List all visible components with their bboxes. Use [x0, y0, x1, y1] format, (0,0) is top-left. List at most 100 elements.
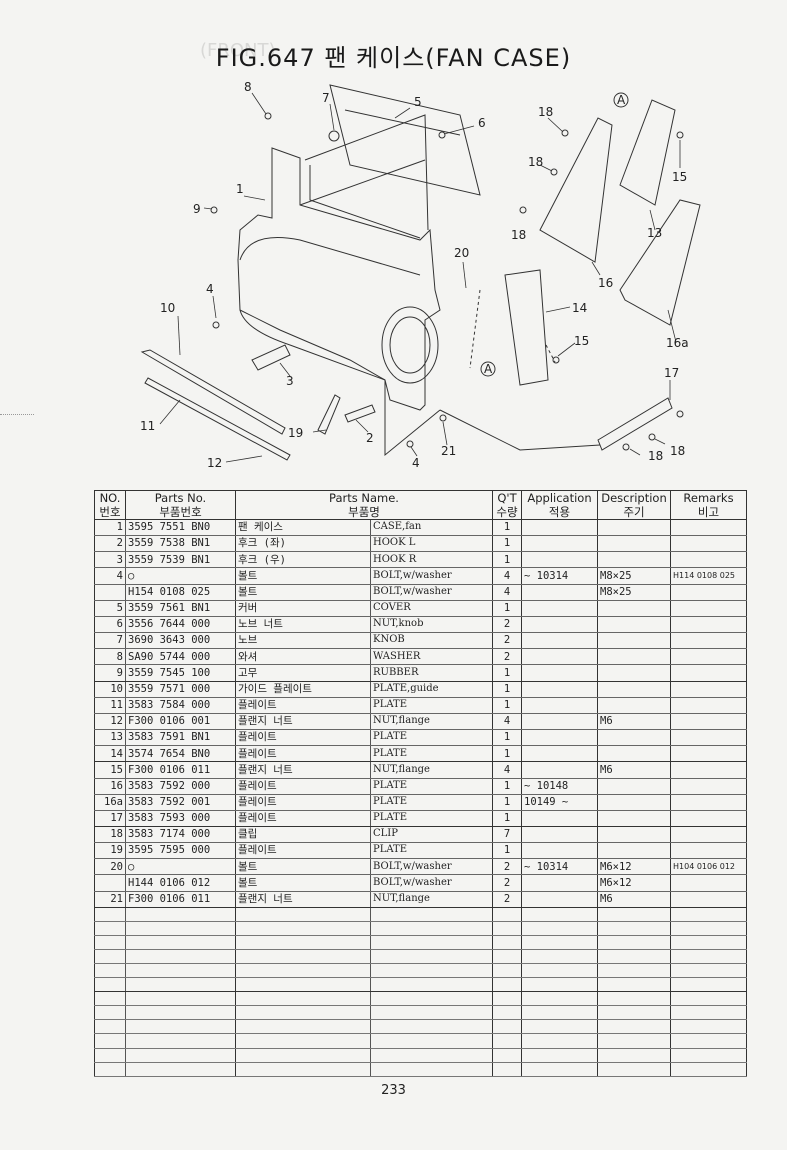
cell-en: BOLT,w/washer [370, 874, 493, 892]
empty-table-row [94, 921, 747, 936]
callout-15-top: 15 [672, 170, 687, 184]
cell-rem [670, 713, 747, 731]
callout-4-bottom: 4 [412, 456, 420, 470]
cell-kn: 노브 너트 [235, 616, 371, 634]
empty-cell [235, 949, 371, 965]
cell-en: PLATE,guide [370, 681, 493, 698]
cell-pn: 3583 7584 000 [125, 697, 236, 714]
cell-no: 7 [94, 632, 126, 650]
cell-en: BOLT,w/washer [370, 567, 493, 585]
empty-cell [492, 991, 522, 1007]
cell-rem [670, 891, 747, 908]
cell-no [94, 584, 126, 601]
cell-desc [597, 535, 671, 553]
empty-cell [370, 1062, 493, 1078]
cell-rem [670, 632, 747, 650]
empty-cell [492, 935, 522, 950]
empty-cell [492, 1019, 522, 1035]
empty-cell [370, 1033, 493, 1049]
empty-cell [670, 1048, 747, 1063]
cell-app [521, 648, 598, 666]
empty-cell [370, 921, 493, 936]
cell-kn: 고무 [235, 664, 371, 682]
callout-11: 11 [140, 419, 155, 433]
plate-17 [597, 397, 673, 451]
cell-desc [597, 842, 671, 860]
cell-app [521, 551, 598, 569]
empty-cell [235, 907, 371, 922]
cell-rem [670, 874, 747, 892]
callout-17: 17 [664, 366, 679, 380]
cell-pn: F300 0106 001 [125, 713, 236, 731]
cell-kn: 후크 (우) [235, 551, 371, 569]
cell-rem [670, 745, 747, 763]
empty-cell [94, 935, 126, 950]
empty-cell [670, 907, 747, 922]
cell-app [521, 713, 598, 731]
callout-1: 1 [236, 182, 244, 196]
empty-cell [670, 921, 747, 936]
cell-app [521, 826, 598, 844]
cell-desc: M8×25 [597, 567, 671, 585]
cell-kn: 플레이트 [235, 729, 371, 747]
cell-no: 18 [94, 826, 126, 844]
empty-cell [597, 949, 671, 965]
empty-cell [521, 1005, 598, 1021]
cell-desc: M6 [597, 713, 671, 731]
empty-cell [125, 1033, 236, 1049]
cell-desc [597, 745, 671, 763]
cell-desc [597, 632, 671, 650]
cell-app [521, 761, 598, 779]
cell-en: NUT,flange [370, 713, 493, 731]
empty-cell [521, 921, 598, 936]
cell-kn: 커버 [235, 600, 371, 617]
empty-cell [125, 1062, 236, 1078]
empty-cell [492, 921, 522, 936]
cell-app [521, 874, 598, 892]
empty-cell [370, 1005, 493, 1021]
plate-14 [504, 269, 549, 386]
empty-cell [492, 963, 522, 979]
empty-cell [94, 921, 126, 936]
cell-kn: 플레이트 [235, 745, 371, 763]
cell-qty: 1 [492, 745, 522, 763]
callout-18-e: 18 [670, 444, 685, 458]
empty-cell [370, 1019, 493, 1035]
callout-7: 7 [322, 91, 330, 105]
empty-cell [235, 991, 371, 1007]
empty-cell [521, 977, 598, 993]
callout-9: 9 [193, 202, 201, 216]
cell-qty: 1 [492, 664, 522, 682]
empty-cell [370, 935, 493, 950]
cell-no: 1 [94, 519, 126, 537]
cell-desc [597, 681, 671, 698]
callout-10: 10 [160, 301, 175, 315]
cell-pn: SA90 5744 000 [125, 648, 236, 666]
empty-cell [235, 1005, 371, 1021]
cell-qty: 2 [492, 858, 522, 876]
empty-cell [125, 1019, 236, 1035]
cell-qty: 1 [492, 535, 522, 553]
empty-cell [521, 907, 598, 922]
callout-5: 5 [414, 95, 422, 109]
empty-cell [94, 963, 126, 979]
cell-app: ~ 10314 [521, 567, 598, 585]
empty-cell [125, 963, 236, 979]
cell-no: 16a [94, 794, 126, 811]
empty-cell [235, 1048, 371, 1063]
figure-title: FIG.647 팬 케이스(FAN CASE) [215, 44, 572, 72]
cell-rem [670, 584, 747, 601]
plate-16 [539, 117, 613, 263]
empty-cell [235, 963, 371, 979]
cell-no: 3 [94, 551, 126, 569]
ghost-text: (FRONT) [200, 40, 276, 61]
empty-table-row [94, 907, 747, 922]
empty-cell [521, 949, 598, 965]
